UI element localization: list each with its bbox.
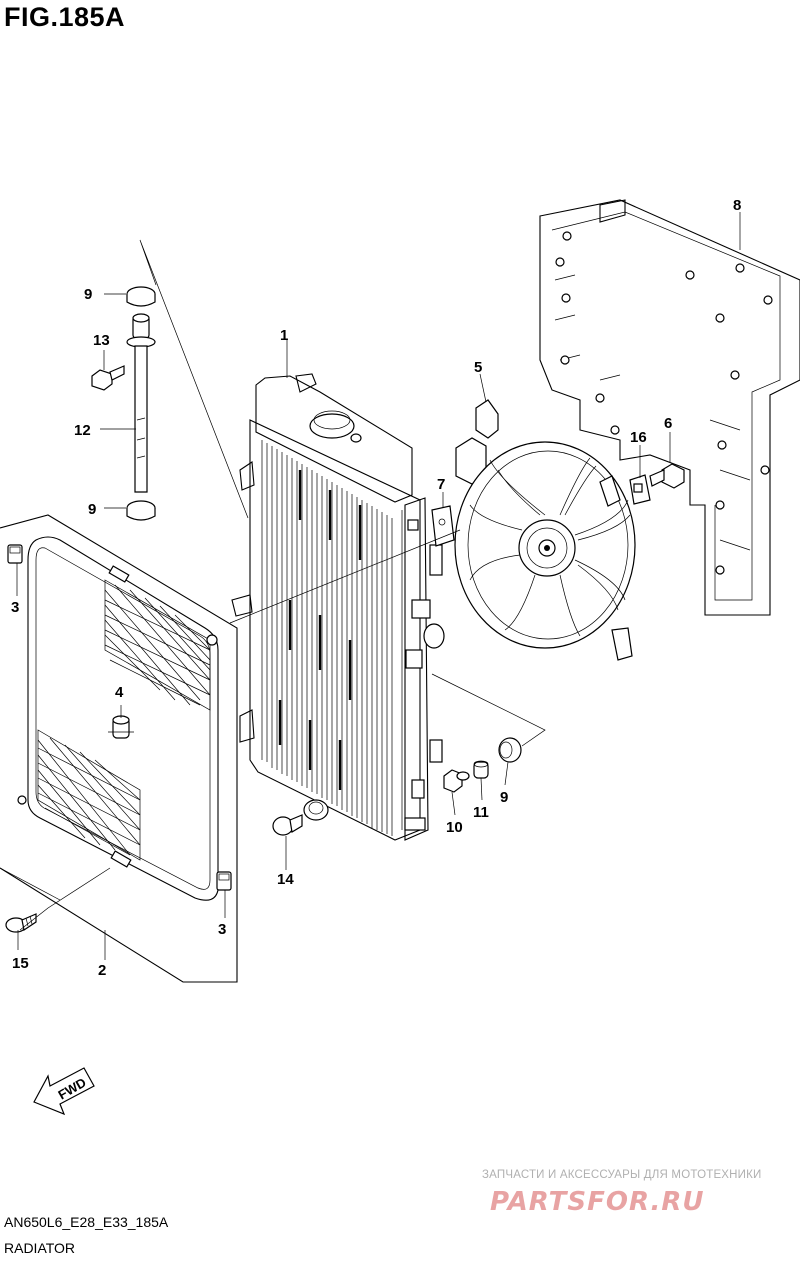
callout-7: 7 <box>437 476 445 493</box>
fan-shroud-8 <box>539 199 800 616</box>
callout-4: 4 <box>115 684 124 701</box>
cover-mesh-bottom <box>37 729 141 861</box>
callout-14: 14 <box>277 871 294 888</box>
bracket-7 <box>431 505 455 547</box>
assembly-lines <box>0 239 546 931</box>
stay-12 <box>126 313 156 493</box>
callout-9-right: 9 <box>500 789 508 806</box>
svg-text:PARTSFOR.RU: PARTSFOR.RU <box>490 1187 704 1217</box>
radiator-cover-panel <box>0 514 238 983</box>
grommet-9-right <box>498 737 522 763</box>
bolt-13 <box>91 365 125 391</box>
callout-3-upper: 3 <box>11 599 19 616</box>
figure-title: FIG.185A <box>4 2 126 32</box>
nut-4 <box>108 715 134 739</box>
radiator-fins <box>261 440 403 836</box>
cover-mesh-top <box>104 579 211 711</box>
bracket-16 <box>629 474 651 505</box>
callout-numbers: 9 13 12 9 1 3 4 3 2 15 5 8 6 16 7 9 11 1… <box>11 197 741 979</box>
callout-6: 6 <box>664 415 672 432</box>
diagram-name: RADIATOR <box>4 1240 76 1256</box>
radiator-1 <box>231 373 445 841</box>
fwd-arrow: FWD <box>33 1067 95 1116</box>
clip-3-lower <box>216 871 232 891</box>
callout-13: 13 <box>93 332 110 349</box>
grommet-9-upper <box>126 286 156 307</box>
callout-10: 10 <box>446 819 463 836</box>
callout-2: 2 <box>98 962 106 979</box>
watermark-logo: PARTSFOR.RU <box>490 1187 704 1217</box>
bolt-14 <box>272 814 303 836</box>
callout-11: 11 <box>473 804 489 821</box>
clip-3-upper <box>7 544 23 564</box>
callout-9-upper: 9 <box>84 286 92 303</box>
bolt-10 <box>443 769 470 793</box>
callout-15: 15 <box>12 955 29 972</box>
callout-1: 1 <box>280 327 288 344</box>
callout-16: 16 <box>630 429 647 446</box>
bolt-6 <box>649 463 685 489</box>
callout-8: 8 <box>733 197 741 214</box>
callout-12: 12 <box>74 422 91 439</box>
diagram-code: AN650L6_E28_E33_185A <box>4 1214 169 1230</box>
callout-9-lower: 9 <box>88 501 96 518</box>
leader-lines <box>16 212 741 960</box>
watermark-tagline: ЗАПЧАСТИ И АКСЕССУАРЫ ДЛЯ МОТОТЕХНИКИ <box>482 1169 762 1181</box>
fan-blades <box>469 457 631 637</box>
callout-3-lower: 3 <box>218 921 226 938</box>
cooling-fan-5 <box>454 399 636 661</box>
grommet-9-lower <box>126 500 156 521</box>
callout-5: 5 <box>474 359 482 376</box>
collar-11 <box>473 760 489 779</box>
